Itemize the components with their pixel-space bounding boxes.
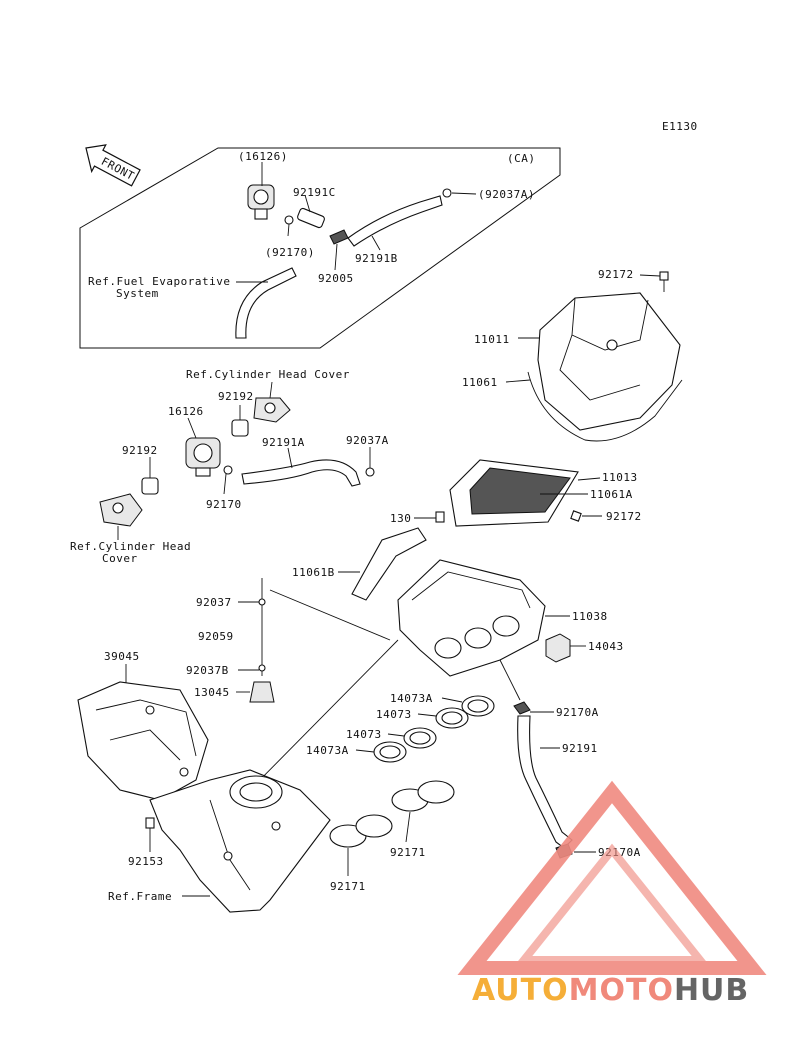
watermark-moto: MOTO bbox=[569, 973, 674, 1008]
watermark-triangle-icon bbox=[457, 780, 767, 975]
air-filter-element-11013 bbox=[449, 459, 579, 527]
label-ref-cylinder-head-2b: Cover bbox=[102, 552, 138, 565]
clamp-92037 bbox=[258, 598, 266, 606]
label-11011: 11011 bbox=[474, 333, 510, 346]
breather-hose-92191 bbox=[517, 715, 573, 849]
label-92171-b: 92171 bbox=[330, 880, 366, 893]
clamp-92037b bbox=[258, 664, 266, 672]
label-39045: 39045 bbox=[104, 650, 140, 663]
label-16126-ca: (16126) bbox=[238, 150, 288, 163]
label-11061a: 11061A bbox=[590, 488, 633, 501]
label-13045: 13045 bbox=[194, 686, 230, 699]
label-11061b: 11061B bbox=[292, 566, 335, 579]
label-ref-fuel-2: System bbox=[116, 287, 159, 300]
ca-joint-92005 bbox=[329, 229, 349, 245]
connection-line-2 bbox=[247, 639, 399, 793]
ca-clamp-92170 bbox=[284, 215, 294, 225]
hose-92191a bbox=[241, 459, 361, 487]
label-92191c: 92191C bbox=[293, 186, 336, 199]
air-valve-16126 bbox=[185, 437, 221, 477]
duct-14073-b bbox=[403, 727, 437, 749]
label-92059: 92059 bbox=[198, 630, 234, 643]
label-ref-cylinder-head-2a: Ref.Cylinder Head bbox=[70, 540, 191, 553]
bracket-39045 bbox=[77, 681, 209, 801]
hose-92192-a bbox=[231, 419, 249, 437]
diagram-code: E1130 bbox=[662, 120, 698, 133]
duct-14073a-top bbox=[461, 695, 495, 717]
svg-text:AUTOMOTOHUB: AUTOMOTOHUB bbox=[472, 973, 749, 1008]
seal-11061b bbox=[351, 527, 427, 601]
bolt-130 bbox=[435, 511, 445, 523]
label-92037: 92037 bbox=[196, 596, 232, 609]
label-92037a-ca: (92037A) bbox=[478, 188, 535, 201]
cylinder-head-cover-fitting-bottom bbox=[99, 493, 143, 527]
label-11061: 11061 bbox=[462, 376, 498, 389]
label-92037a: 92037A bbox=[346, 434, 389, 447]
frame bbox=[149, 769, 331, 913]
label-14073a-top: 14073A bbox=[390, 692, 433, 705]
ca-hose-92191c bbox=[297, 207, 325, 229]
label-92005: 92005 bbox=[318, 272, 354, 285]
label-92170: 92170 bbox=[206, 498, 242, 511]
ca-hose-ref-fuel bbox=[235, 267, 297, 339]
label-130: 130 bbox=[390, 512, 411, 525]
clamp-92037a bbox=[365, 467, 375, 477]
connection-line-3 bbox=[499, 659, 521, 701]
label-92172-mid: 92172 bbox=[606, 510, 642, 523]
label-92153: 92153 bbox=[128, 855, 164, 868]
label-14073-a: 14073 bbox=[376, 708, 412, 721]
front-arrow-icon: FRONT bbox=[85, 144, 141, 187]
label-92192-b: 92192 bbox=[122, 444, 158, 457]
connection-line-1 bbox=[269, 589, 391, 641]
ca-clamp-92037a bbox=[442, 188, 452, 198]
air-cleaner-upper-housing bbox=[537, 292, 681, 431]
bolt-92153 bbox=[145, 817, 155, 829]
ca-valve-16126 bbox=[247, 184, 275, 220]
clamp-92171-b bbox=[329, 814, 393, 848]
label-14043: 14043 bbox=[588, 640, 624, 653]
label-ref-fuel-1: Ref.Fuel Evaporative bbox=[88, 275, 230, 288]
label-92170-ca: (92170) bbox=[265, 246, 315, 259]
label-92170a-top: 92170A bbox=[556, 706, 599, 719]
label-ref-cylinder-head-cover: Ref.Cylinder Head Cover bbox=[186, 368, 350, 381]
label-14073-b: 14073 bbox=[346, 728, 382, 741]
label-92191: 92191 bbox=[562, 742, 598, 755]
ca-label: (CA) bbox=[507, 152, 536, 165]
label-11038: 11038 bbox=[572, 610, 608, 623]
screw-92172-mid bbox=[570, 510, 582, 522]
watermark-auto: AUTO bbox=[472, 973, 569, 1008]
cylinder-head-cover-fitting-top bbox=[253, 397, 291, 423]
watermark-logo: AUTOMOTOHUB bbox=[457, 780, 767, 1008]
label-92172-top: 92172 bbox=[598, 268, 634, 281]
gasket-11061 bbox=[527, 371, 683, 442]
label-16126: 16126 bbox=[168, 405, 204, 418]
air-cleaner-lower-housing-11038 bbox=[397, 559, 546, 677]
label-11013: 11013 bbox=[602, 471, 638, 484]
duct-14073-a bbox=[435, 707, 469, 729]
clamp-92170 bbox=[223, 465, 233, 475]
label-92191a: 92191A bbox=[262, 436, 305, 449]
label-ref-frame: Ref.Frame bbox=[108, 890, 172, 903]
watermark-hub: HUB bbox=[674, 973, 749, 1008]
label-92171-a: 92171 bbox=[390, 846, 426, 859]
duct-14073a-bottom bbox=[373, 741, 407, 763]
label-92191b: 92191B bbox=[355, 252, 398, 265]
label-92192-a: 92192 bbox=[218, 390, 254, 403]
screw-92172-top bbox=[659, 271, 669, 292]
label-14073a-bottom: 14073A bbox=[306, 744, 349, 757]
clamp-92171-a bbox=[391, 780, 455, 812]
ca-inset-box bbox=[79, 147, 561, 349]
hose-92192-b bbox=[141, 477, 159, 495]
cap-13045 bbox=[249, 681, 275, 703]
block-14043 bbox=[545, 633, 571, 663]
ca-hose-92191b bbox=[347, 195, 443, 247]
clamp-92170a-top bbox=[513, 701, 531, 715]
label-92037b: 92037B bbox=[186, 664, 229, 677]
